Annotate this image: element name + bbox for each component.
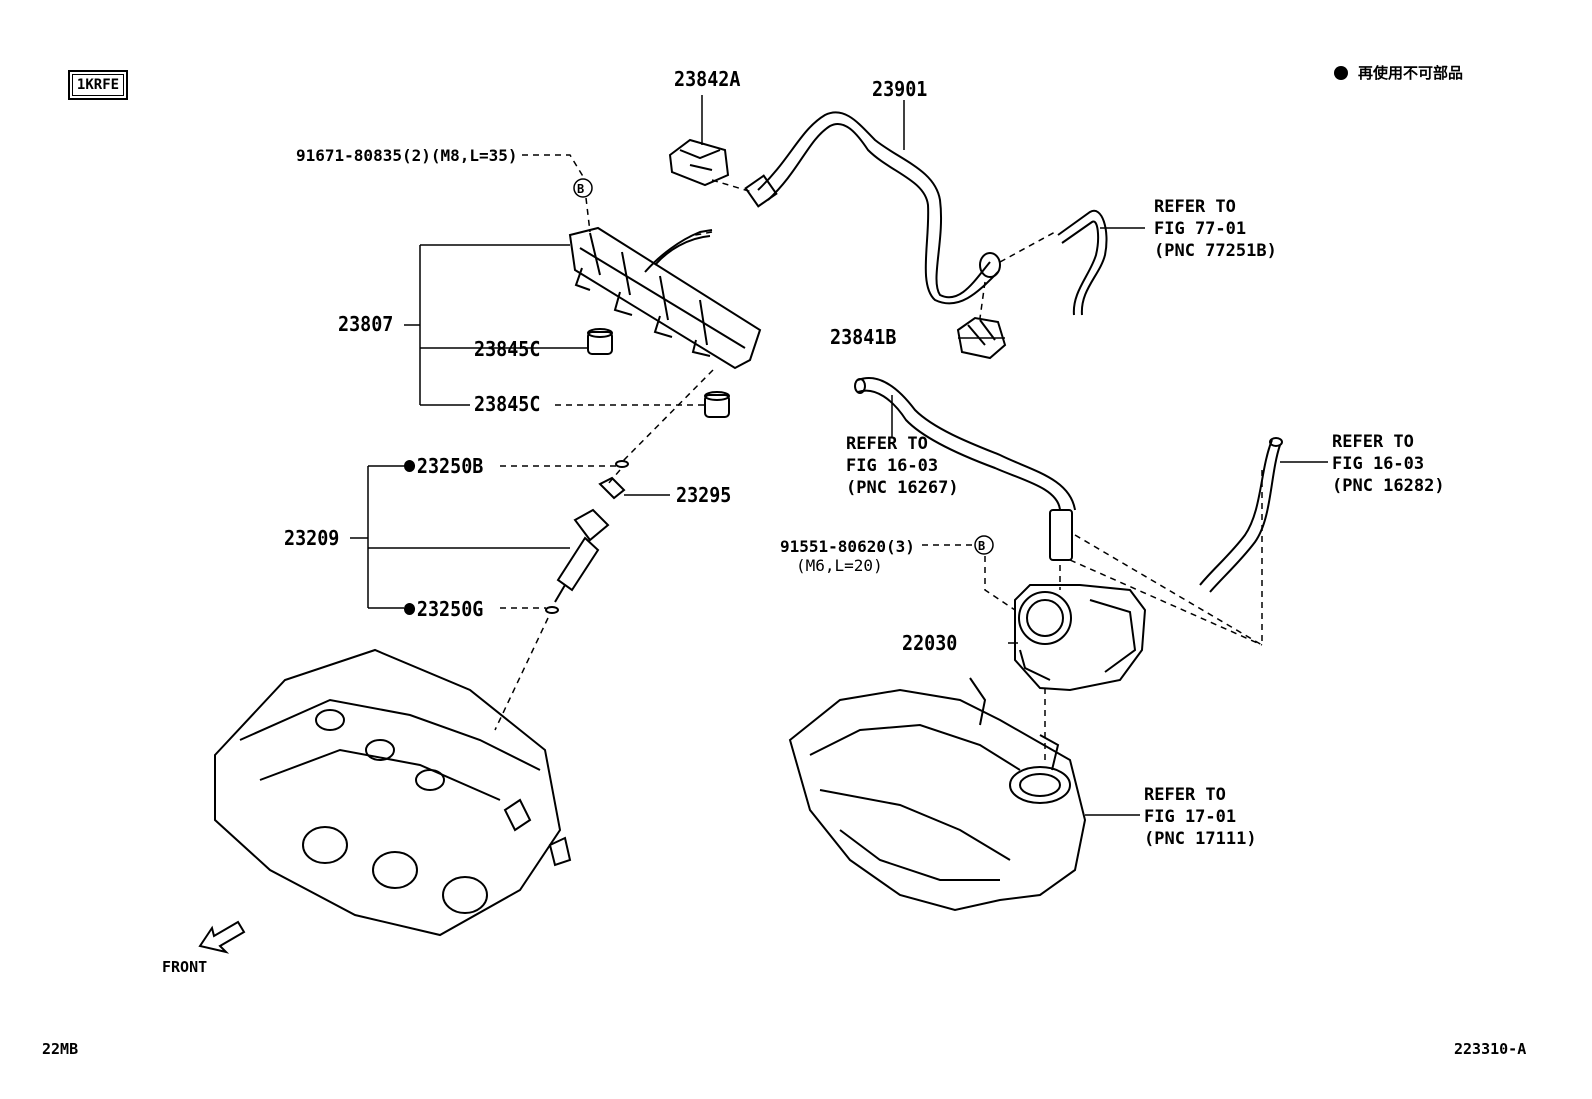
label-22030: 22030 (902, 631, 958, 655)
bolt-marker-2 (974, 535, 994, 555)
hose-ref-16282 (1199, 437, 1283, 593)
cushion-23845C-1 (587, 328, 613, 355)
label-91671-80835: 91671-80835(2)(M8,L=35) (296, 146, 518, 165)
label-23845C-upper: 23845C (474, 337, 541, 361)
leader-lines (350, 95, 1328, 816)
assembly-dashed-lines (494, 154, 1263, 760)
label-23841B: 23841B (830, 325, 897, 349)
non-reusable-mark-icon (404, 459, 416, 472)
label-23250G: 23250G (404, 598, 483, 620)
engine-code-box: 1KRFE (68, 70, 128, 100)
o-ring-23250G (545, 606, 559, 614)
label-23209: 23209 (284, 526, 340, 550)
label-23901: 23901 (872, 77, 928, 101)
label-23842A: 23842A (674, 67, 741, 91)
o-ring-23250B (615, 460, 629, 468)
footer-right-code: 223310-A (1454, 1040, 1527, 1058)
footer-left-code: 22MB (42, 1040, 79, 1058)
reference-fig-16-03-16282: REFER TO FIG 16-03 (PNC 16282) (1332, 432, 1445, 496)
bolt-marker-letter-1: B (577, 182, 585, 196)
fuel-hose-23901 (744, 111, 1001, 305)
non-reusable-mark-icon (404, 602, 416, 615)
label-23250B: 23250B (404, 455, 483, 477)
bolt-marker-1 (573, 178, 593, 198)
non-reusable-mark-icon (1334, 65, 1348, 80)
front-arrow-icon (198, 920, 246, 954)
label-91551-80620: 91551-80620(3) (780, 537, 915, 556)
label-23295: 23295 (676, 483, 732, 507)
label-23845C-lower: 23845C (474, 392, 541, 416)
hose-ref-16267 (854, 377, 1076, 561)
intake-manifold (788, 677, 1087, 912)
hose-retainer-23842A (668, 138, 730, 187)
legend: 再使用不可部品 (1334, 62, 1463, 83)
fuel-injector-23209 (554, 508, 610, 603)
injector-clip-23295 (598, 476, 626, 500)
cushion-23845C-2 (704, 391, 730, 418)
front-label: FRONT (162, 958, 208, 976)
legend-text: 再使用不可部品 (1358, 64, 1464, 82)
fuel-delivery-pipe (568, 226, 762, 370)
throttle-body-22030 (1014, 584, 1147, 692)
cylinder-head (214, 648, 572, 937)
engine-code: 1KRFE (72, 74, 124, 96)
hose-retainer-23841B (956, 316, 1007, 360)
label-23807: 23807 (338, 312, 394, 336)
fuel-tube-ref-77 (1057, 209, 1108, 316)
bolt-marker-letter-2: B (978, 539, 986, 553)
reference-fig-77-01: REFER TO FIG 77-01 (PNC 77251B) (1154, 197, 1277, 261)
reference-fig-16-03-16267: REFER TO FIG 16-03 (PNC 16267) (846, 434, 959, 498)
label-91551-spec: (M6,L=20) (796, 556, 883, 575)
reference-fig-17-01: REFER TO FIG 17-01 (PNC 17111) (1144, 785, 1257, 849)
